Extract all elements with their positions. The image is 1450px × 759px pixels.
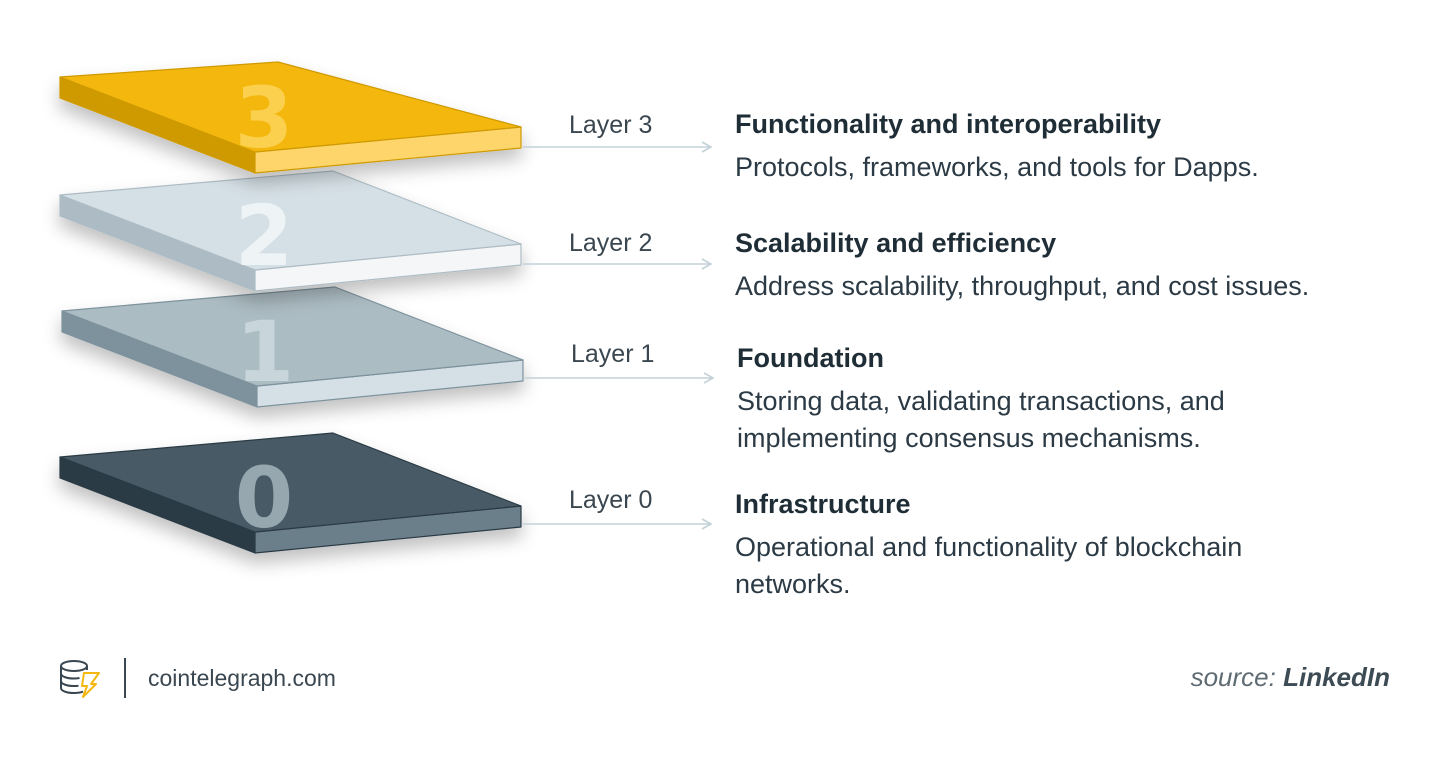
footer-divider bbox=[124, 658, 126, 698]
layer-1-group: 1 Layer 1 bbox=[61, 286, 715, 408]
layer-1-label: Layer 1 bbox=[571, 340, 654, 368]
layer-2-description: Address scalability, throughput, and cos… bbox=[735, 271, 1310, 301]
cointelegraph-logo-icon bbox=[60, 660, 100, 698]
layer-3-description: Protocols, frameworks, and tools for Dap… bbox=[735, 152, 1259, 182]
layer-2-title: Scalability and efficiency bbox=[735, 228, 1057, 258]
layer-1-description-block: Foundation Storing data, validating tran… bbox=[737, 342, 1297, 457]
layer-2-group: 2 Layer 2 bbox=[59, 170, 713, 292]
layer-1-numeral: 1 bbox=[236, 303, 294, 401]
layer-3-group: 3 Layer 3 bbox=[59, 61, 713, 174]
layer-1-title: Foundation bbox=[737, 343, 884, 373]
layer-0-slab bbox=[59, 432, 522, 554]
layer-0-title: Infrastructure bbox=[735, 489, 911, 519]
layer-1-slab bbox=[61, 286, 524, 408]
source-prefix: source: bbox=[1190, 662, 1276, 692]
layer-0-label: Layer 0 bbox=[569, 486, 652, 514]
layer-0-description: Operational and functionality of blockch… bbox=[735, 532, 1243, 599]
layer-2-slab bbox=[59, 170, 522, 292]
footer-brand: cointelegraph.com bbox=[58, 658, 336, 698]
layer-3-description-block: Functionality and interoperability Proto… bbox=[735, 108, 1375, 186]
layer-0-description-block: Infrastructure Operational and functiona… bbox=[735, 488, 1325, 603]
layer-0-numeral: 0 bbox=[235, 449, 293, 547]
layer-3-label: Layer 3 bbox=[569, 111, 652, 139]
layer-2-description-block: Scalability and efficiency Address scala… bbox=[735, 227, 1375, 305]
layer-2-label: Layer 2 bbox=[569, 229, 652, 257]
layer-0-group: 0 Layer 0 bbox=[59, 432, 713, 554]
layer-3-slab bbox=[59, 61, 522, 174]
layer-3-title: Functionality and interoperability bbox=[735, 109, 1162, 139]
layer-3-numeral: 3 bbox=[235, 69, 293, 167]
source-name: LinkedIn bbox=[1283, 662, 1390, 692]
layer-1-description: Storing data, validating transactions, a… bbox=[737, 386, 1225, 453]
layer-2-numeral: 2 bbox=[235, 187, 293, 285]
source-credit: source: LinkedIn bbox=[1191, 662, 1390, 693]
brand-url: cointelegraph.com bbox=[148, 664, 336, 691]
